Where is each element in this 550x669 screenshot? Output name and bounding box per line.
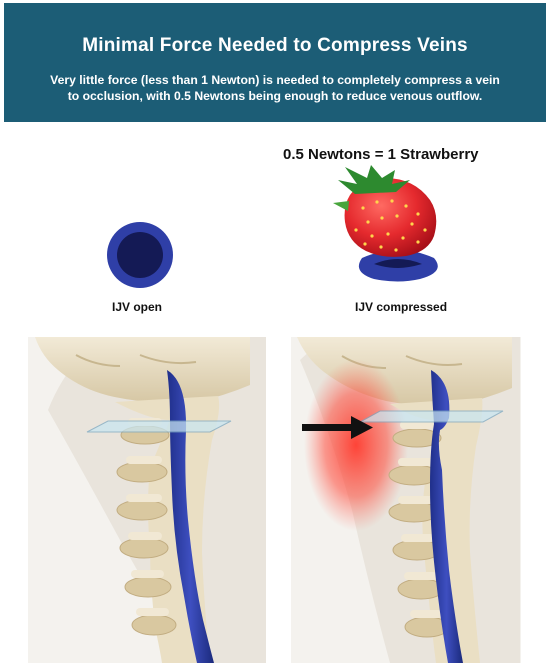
page-subtitle: Very little force (less than 1 Newton) i… [50, 73, 500, 103]
page-title: Minimal Force Needed to Compress Veins [82, 35, 468, 56]
vein-open-cross-section [107, 222, 173, 288]
vein-compressed-cross-section [358, 250, 438, 282]
ijv-open-label: IJV open [112, 300, 163, 314]
neck-illustration-open [28, 337, 266, 663]
right-arrow-icon [302, 416, 373, 439]
header-banner: Minimal Force Needed to Compress Veins V… [4, 3, 546, 122]
ijv-compressed-label: IJV compressed [355, 300, 448, 314]
force-equation: 0.5 Newtons = 1 Strawberry [283, 146, 479, 163]
strawberry-icon [333, 165, 437, 257]
neck-illustration-compressed [291, 337, 521, 663]
